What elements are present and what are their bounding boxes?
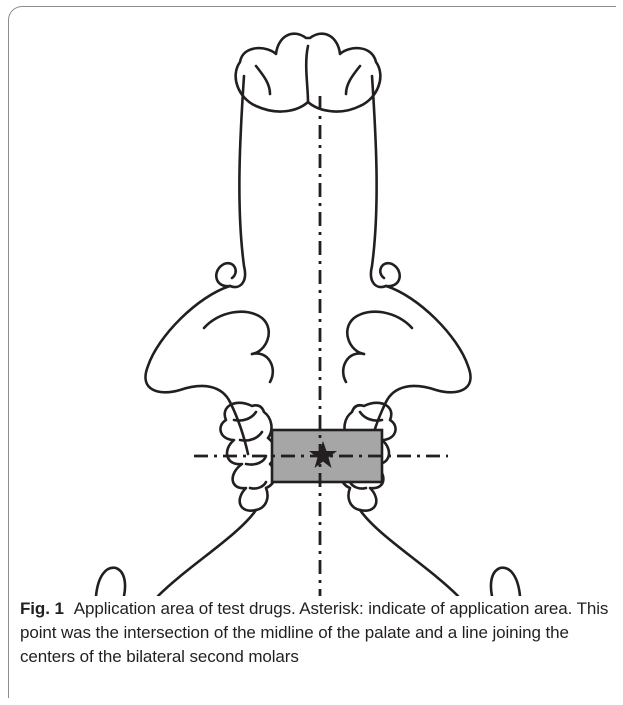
figure-label: Fig. 1 <box>20 599 64 618</box>
snout-left-contour <box>230 76 245 287</box>
figure-caption-text: Application area of test drugs. Asterisk… <box>20 599 608 666</box>
incisors-divider <box>306 46 308 102</box>
left-bottom-shape <box>96 568 125 596</box>
left-inner-fold <box>204 312 269 354</box>
palate-illustration <box>8 6 616 596</box>
snout-right-contour <box>371 76 386 287</box>
right-bottom-shape <box>491 568 520 596</box>
left-lower-contour <box>158 510 256 596</box>
right-inner-fold <box>347 312 412 354</box>
left-curl <box>216 263 235 286</box>
right-lower-contour <box>360 510 458 596</box>
right-curl <box>380 263 399 286</box>
